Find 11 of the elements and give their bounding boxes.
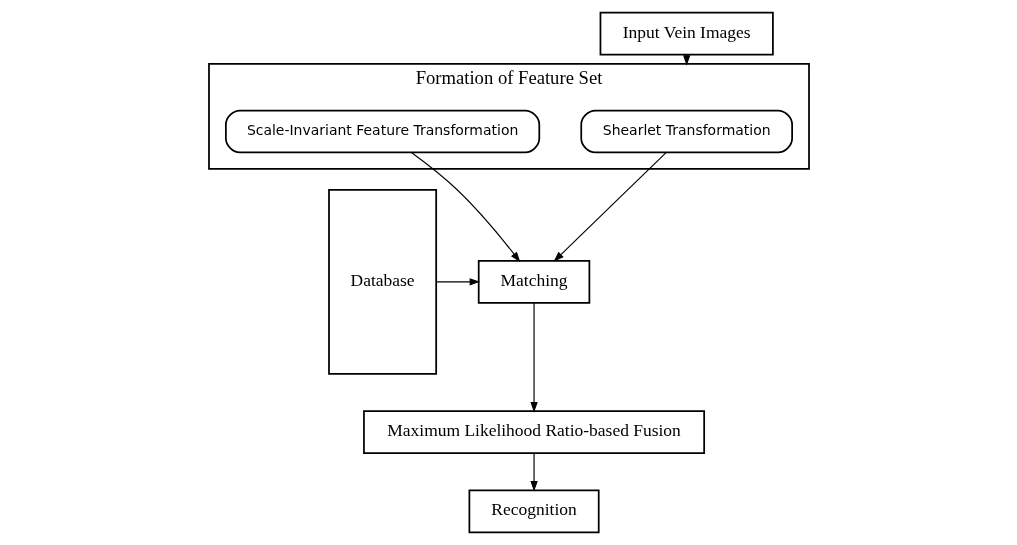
arrow — [410, 152, 520, 263]
arrow — [435, 278, 480, 286]
node-box: Scale-Invariant Feature Transformation — [224, 109, 540, 154]
arrow — [553, 152, 667, 262]
node-box: Maximum Likelihood Ratio-based Fusion — [362, 410, 705, 454]
node-box: Recognition — [468, 489, 600, 534]
arrow — [529, 302, 538, 413]
node-box: Matching — [477, 259, 590, 304]
arrow — [529, 452, 538, 492]
node-box: Shearlet Transformation — [579, 109, 793, 154]
node-box: Database — [327, 188, 437, 375]
